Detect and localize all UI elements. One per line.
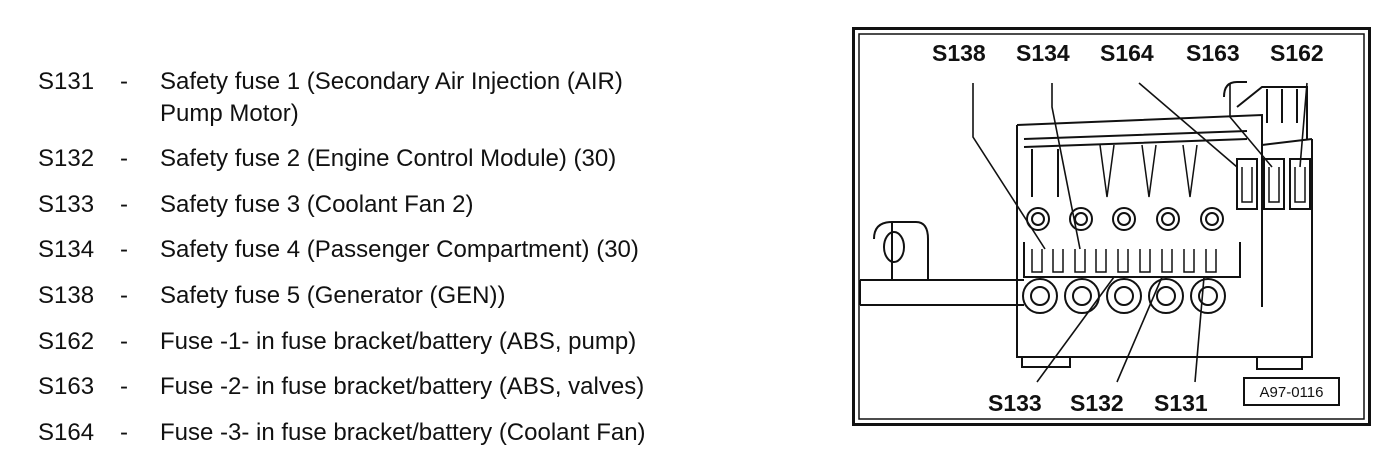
nut-5 — [1190, 278, 1226, 314]
terminal-lug — [873, 221, 929, 280]
legend-dash: - — [120, 419, 128, 446]
label-s138: S138 — [932, 40, 986, 66]
label-s133: S133 — [988, 390, 1042, 416]
legend-code: S138 — [38, 282, 95, 309]
nut-3 — [1106, 278, 1142, 314]
screw-top-5 — [1200, 207, 1224, 231]
housing-ridge — [1023, 130, 1248, 148]
screw-top-1 — [1026, 207, 1050, 231]
legend-code: S163 — [38, 373, 95, 400]
callout-labels: S138 S134 S164 S163 S162 S133 S132 S131 — [932, 40, 1324, 416]
legend-code: S162 — [38, 328, 95, 355]
legend-code: S134 — [38, 236, 95, 263]
legend-dash: - — [120, 373, 128, 400]
figure-id: A97-0116 — [1260, 384, 1324, 401]
legend-code: S164 — [38, 419, 95, 446]
legend-desc-line: Safety fuse 5 (Generator (GEN)) — [160, 282, 506, 309]
legend-code: S133 — [38, 191, 95, 218]
label-s131: S131 — [1154, 390, 1208, 416]
screw-top-4 — [1156, 207, 1180, 231]
legend-dash: - — [120, 328, 128, 355]
legend-dash: - — [120, 145, 128, 172]
lug-hole — [883, 231, 905, 263]
legend-desc-line: Safety fuse 2 (Engine Control Module) (3… — [160, 145, 617, 172]
mounting-rail — [859, 279, 1024, 306]
housing-top — [1016, 113, 1263, 307]
bracket-top — [1236, 86, 1308, 139]
label-s164: S164 — [1100, 40, 1154, 66]
screw-top-2 — [1069, 207, 1093, 231]
legend-desc-line: Safety fuse 1 (Secondary Air Injection (… — [160, 68, 623, 95]
fuse-s164 — [1236, 158, 1258, 210]
foot-right — [1256, 357, 1303, 370]
nut-1 — [1022, 278, 1058, 314]
nut-4 — [1148, 278, 1184, 314]
screw-top-3 — [1112, 207, 1136, 231]
fuse-box-drawing — [859, 81, 1313, 383]
legend-desc-line: Safety fuse 3 (Coolant Fan 2) — [160, 191, 474, 218]
legend-desc-line: Fuse -2- in fuse bracket/battery (ABS, v… — [160, 373, 645, 400]
foot-left — [1021, 357, 1071, 368]
diagram-inner-frame — [858, 33, 1365, 420]
diagram-frame — [852, 27, 1371, 426]
legend-dash: - — [120, 68, 128, 95]
legend-desc-line: Pump Motor) — [160, 100, 299, 127]
housing-body — [1016, 125, 1313, 358]
label-s162: S162 — [1270, 40, 1324, 66]
nut-2 — [1064, 278, 1100, 314]
fuse-s163 — [1263, 158, 1285, 210]
label-s134: S134 — [1016, 40, 1070, 66]
label-s163: S163 — [1186, 40, 1240, 66]
legend-desc-line: Fuse -1- in fuse bracket/battery (ABS, p… — [160, 328, 637, 355]
legend-dash: - — [120, 282, 128, 309]
blade-row — [1023, 242, 1241, 278]
legend-code: S132 — [38, 145, 95, 172]
legend-dash: - — [120, 191, 128, 218]
figure-id-box — [1243, 377, 1340, 406]
legend-code: S131 — [38, 68, 95, 95]
legend-desc-line: Safety fuse 4 (Passenger Compartment) (3… — [160, 236, 639, 263]
fuse-box-diagram: S138 S134 S164 S163 S162 S133 S132 S131 … — [852, 27, 1371, 426]
legend-desc-line: Fuse -3- in fuse bracket/battery (Coolan… — [160, 419, 646, 446]
legend-dash: - — [120, 236, 128, 263]
leader-lines — [972, 82, 1308, 383]
label-s132: S132 — [1070, 390, 1124, 416]
